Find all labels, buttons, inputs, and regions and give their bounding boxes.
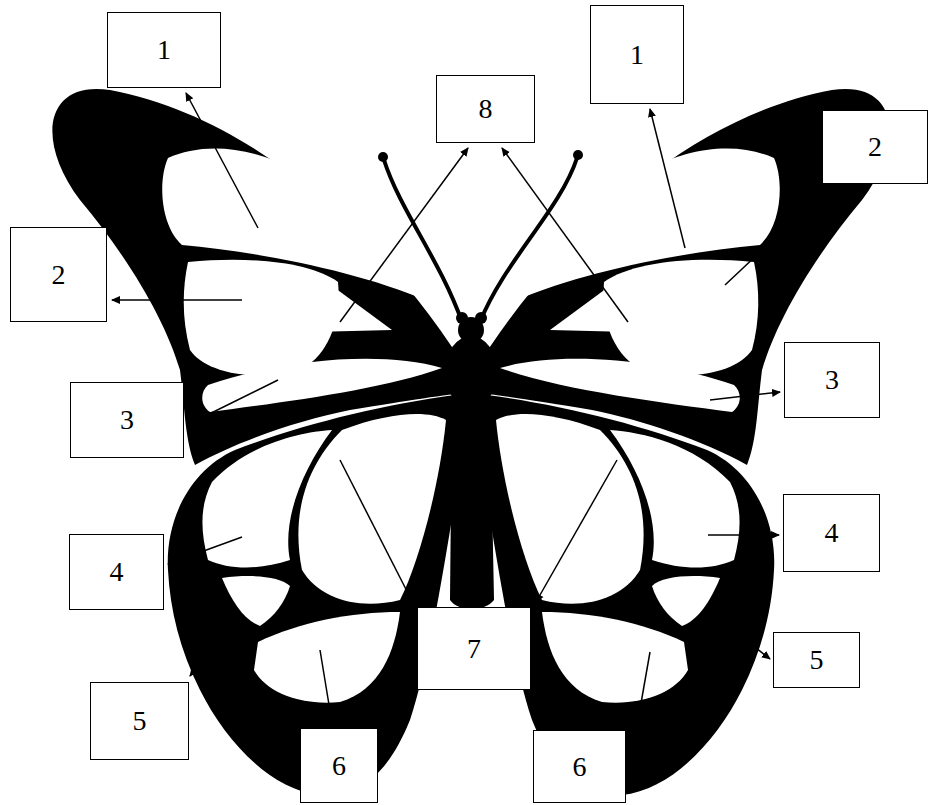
callout-number: 2 — [52, 261, 66, 289]
callout-number: 3 — [825, 366, 839, 394]
callout-box: 6 — [533, 730, 626, 803]
callout-box: 5 — [773, 632, 860, 688]
callout-box: 1 — [590, 5, 684, 104]
callout-box: 4 — [783, 494, 880, 572]
eye — [456, 312, 468, 324]
leader-line — [340, 148, 468, 322]
callout-number: 4 — [825, 519, 839, 547]
callout-box: 5 — [90, 682, 189, 760]
callout-box: 3 — [70, 382, 184, 458]
leader-line — [650, 109, 685, 248]
leader-line — [710, 392, 780, 400]
leader-line — [725, 188, 828, 285]
callout-number: 2 — [868, 133, 882, 161]
callout-number: 7 — [467, 635, 481, 663]
callout-number: 3 — [120, 406, 134, 434]
callout-box: 6 — [300, 728, 378, 803]
antenna-knob — [378, 152, 388, 162]
leader-line — [320, 650, 332, 723]
callout-number: 6 — [573, 753, 587, 781]
leader-line — [708, 534, 779, 536]
abdomen — [450, 395, 494, 609]
callout-number: 5 — [810, 646, 824, 674]
callout-box: 7 — [417, 607, 531, 690]
callout-number: 1 — [157, 36, 171, 64]
callout-box: 1 — [107, 12, 221, 88]
leader-line — [502, 148, 628, 322]
callout-number: 8 — [479, 95, 493, 123]
leader-line — [112, 299, 242, 301]
leader-lines — [112, 93, 828, 726]
leader-line — [186, 93, 258, 228]
wing-cell — [298, 414, 446, 604]
leader-line — [705, 608, 770, 659]
leader-line — [536, 460, 617, 602]
antenna-knob — [573, 150, 583, 160]
callout-number: 1 — [630, 41, 644, 69]
callout-box: 4 — [69, 534, 164, 610]
callout-box: 8 — [436, 75, 535, 143]
leader-line — [168, 537, 242, 564]
wing-cell — [202, 359, 442, 412]
wing-group — [52, 89, 470, 796]
callout-number: 6 — [332, 752, 346, 780]
leader-line — [190, 612, 238, 676]
callout-number: 4 — [110, 558, 124, 586]
callout-box: 2 — [822, 110, 928, 184]
leader-line — [637, 652, 650, 726]
callout-number: 5 — [133, 707, 147, 735]
leader-line — [189, 380, 278, 424]
wing-group — [472, 89, 890, 796]
callout-box: 3 — [784, 342, 880, 418]
callout-box: 2 — [10, 227, 107, 322]
leader-line — [340, 460, 413, 603]
eye — [475, 312, 487, 324]
